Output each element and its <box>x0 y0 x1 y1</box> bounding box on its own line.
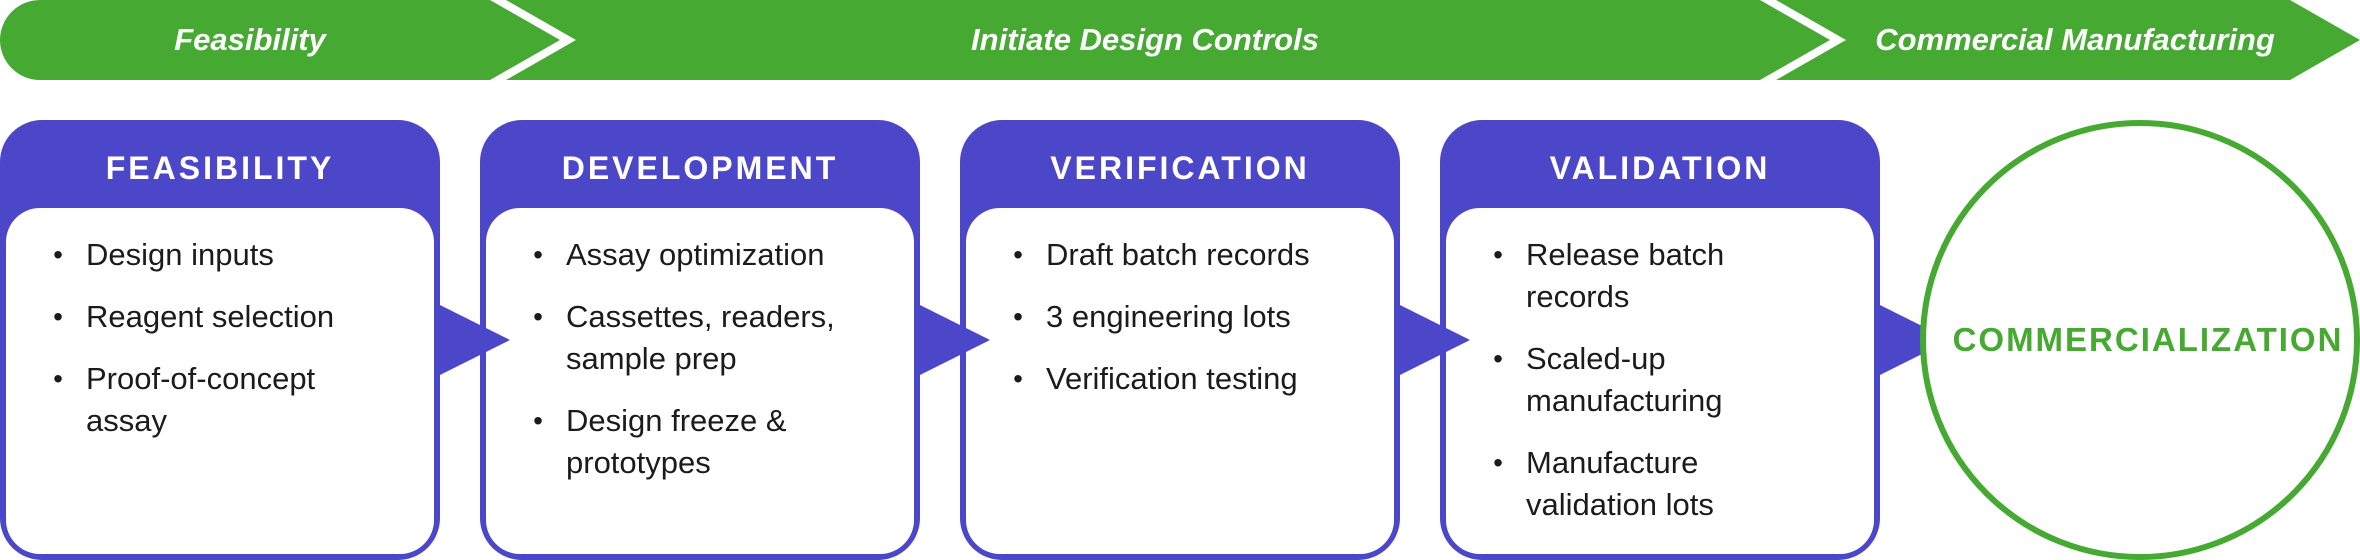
phase-label-initiate-design-controls: Initiate Design Controls <box>971 22 1319 57</box>
phase-bar-graphic <box>0 0 2360 80</box>
stage-body: • Draft batch records • 3 engineering lots… <box>966 208 1394 554</box>
bullet-icon: • <box>53 239 63 270</box>
list-item-text: Scaled-up manufacturing <box>1526 341 1723 418</box>
bullet-icon: • <box>53 363 63 394</box>
stage-body: • Release batch records • Scaled-up manufa… <box>1446 208 1874 554</box>
phase-label-commercial-manufacturing: Commercial Manufacturing <box>1875 22 2275 57</box>
bullet-icon: • <box>1493 239 1503 270</box>
commercialization-circle <box>1920 120 2360 560</box>
triangle-right-arrow-icon <box>1874 302 1950 378</box>
stage-title: VERIFICATION <box>1050 150 1310 186</box>
list-item-text: Release batch records <box>1526 237 1725 314</box>
triangle-right-arrow-icon <box>1394 302 1470 378</box>
bullet-icon: • <box>1013 363 1023 394</box>
stage-body: • Assay optimization • Cassettes, readers,… <box>486 208 914 554</box>
stage-item-list: • Assay optimization • Cassettes, readers,… <box>528 234 894 484</box>
stage-title: VALIDATION <box>1549 150 1771 186</box>
commercialization-label: COMMERCIALIZATION <box>1952 321 2344 358</box>
list-item-text: 3 engineering lots <box>1046 299 1291 334</box>
stage-body: • Design inputs • Reagent selection • Proof… <box>6 208 434 554</box>
bullet-icon: • <box>1013 301 1023 332</box>
list-item-text: Assay optimization <box>566 237 825 272</box>
stage-item-list: • Draft batch records • 3 engineering lots… <box>1008 234 1374 400</box>
phase-bar: Feasibility Initiate Design Controls Com… <box>0 0 2360 80</box>
list-item-text: Draft batch records <box>1046 237 1310 272</box>
bullet-icon: • <box>533 301 543 332</box>
stage-title: FEASIBILITY <box>105 150 335 186</box>
list-item: • Design freeze & prototypes <box>528 400 866 484</box>
stage-card-feasibility: FEASIBILITY • Design inputs • Reagent sele… <box>0 120 440 560</box>
list-item: • Scaled-up manufacturing <box>1488 338 1796 422</box>
list-item: • Cassettes, readers, sample prep <box>528 296 886 380</box>
stage-card-validation: VALIDATION • Release batch records • Scale… <box>1440 120 1880 560</box>
list-item: • Manufacture validation lots <box>1488 442 1796 526</box>
list-item-text: Manufacture validation lots <box>1526 445 1714 522</box>
list-item-text: Cassettes, readers, sample prep <box>566 299 835 376</box>
bullet-icon: • <box>1493 343 1503 374</box>
list-item-text: Verification testing <box>1046 361 1298 396</box>
list-item: • Proof-of-concept assay <box>48 358 386 442</box>
list-item-text: Reagent selection <box>86 299 335 334</box>
stage-item-list: • Release batch records • Scaled-up manufa… <box>1488 234 1854 526</box>
stage-item-list: • Design inputs • Reagent selection • Proof… <box>48 234 414 442</box>
list-item: • Verification testing <box>1008 358 1374 400</box>
stage-title: DEVELOPMENT <box>561 150 839 186</box>
list-item: • Release batch records <box>1488 234 1796 318</box>
bullet-icon: • <box>533 405 543 436</box>
bullet-icon: • <box>1493 447 1503 478</box>
list-item: • Reagent selection <box>48 296 414 338</box>
bullet-icon: • <box>53 301 63 332</box>
list-item-text: Design freeze & prototypes <box>566 403 787 480</box>
list-item: • 3 engineering lots <box>1008 296 1374 338</box>
triangle-right-arrow-icon <box>434 302 510 378</box>
phase-label-feasibility: Feasibility <box>174 22 326 57</box>
list-item: • Draft batch records <box>1008 234 1374 276</box>
bullet-icon: • <box>1013 239 1023 270</box>
phase-segment-feasibility <box>0 0 560 80</box>
phase-segment-commercial-manufacturing <box>1776 0 2360 80</box>
list-item-text: Design inputs <box>86 237 274 272</box>
triangle-right-arrow-icon <box>914 302 990 378</box>
list-item: • Design inputs <box>48 234 414 276</box>
phase-segment-design-controls <box>506 0 1830 80</box>
list-item: • Assay optimization <box>528 234 894 276</box>
list-item-text: Proof-of-concept assay <box>86 361 316 438</box>
stage-card-development: DEVELOPMENT • Assay optimization • Cassett… <box>480 120 920 560</box>
bullet-icon: • <box>533 239 543 270</box>
stage-card-verification: VERIFICATION • Draft batch records • 3 eng… <box>960 120 1400 560</box>
